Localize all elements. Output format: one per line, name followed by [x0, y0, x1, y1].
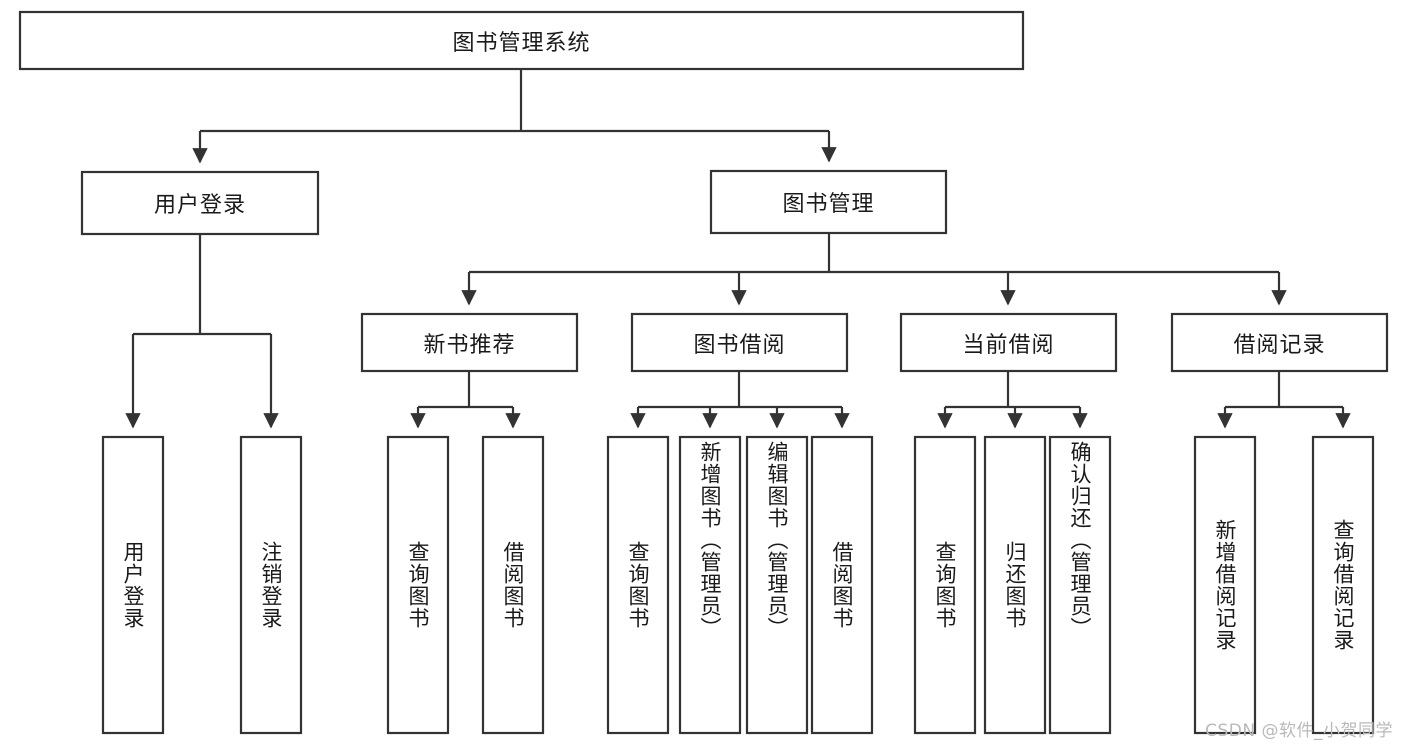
- edge-current-borrow-to-leaves: [937, 371, 1088, 429]
- edge-book-borrow-to-leaves: [630, 371, 850, 429]
- watermark-text: CSDN @软件_小贺同学: [1205, 721, 1393, 741]
- leaf-box-return-book[interactable]: [983, 435, 1047, 735]
- leaf-box-user-login[interactable]: [101, 435, 165, 735]
- edge-root-to-level1: [192, 69, 837, 164]
- leaf-box-confirm-return-admin[interactable]: [1048, 435, 1112, 735]
- edge-book-management-to-level2: [461, 233, 1287, 306]
- node-book-management-box[interactable]: [709, 169, 948, 235]
- node-borrow-record-box[interactable]: [1170, 312, 1389, 373]
- leaf-box-query-book-rec[interactable]: [386, 435, 450, 735]
- edge-new-book-recommend-to-leaves: [410, 371, 521, 429]
- node-root-box[interactable]: [18, 10, 1025, 71]
- node-current-borrow-box[interactable]: [899, 312, 1118, 373]
- leaf-box-query-book-current[interactable]: [913, 435, 977, 735]
- leaf-box-query-book-borrow[interactable]: [606, 435, 670, 735]
- node-user-login-box[interactable]: [80, 170, 320, 236]
- edge-borrow-record-to-leaves: [1217, 371, 1351, 429]
- leaf-box-borrow-book[interactable]: [810, 435, 874, 735]
- leaf-box-edit-book-admin[interactable]: [745, 435, 809, 735]
- leaf-box-borrow-book-rec[interactable]: [481, 435, 545, 735]
- leaf-box-logout-login[interactable]: [239, 435, 303, 735]
- leaf-box-add-book-admin[interactable]: [678, 435, 742, 735]
- leaf-box-query-borrow-record[interactable]: [1311, 435, 1375, 735]
- node-new-book-recommend-box[interactable]: [360, 312, 579, 373]
- node-book-borrow-box[interactable]: [630, 312, 849, 373]
- leaf-box-add-borrow-record[interactable]: [1193, 435, 1257, 735]
- edge-user-login-to-leaves: [125, 234, 279, 429]
